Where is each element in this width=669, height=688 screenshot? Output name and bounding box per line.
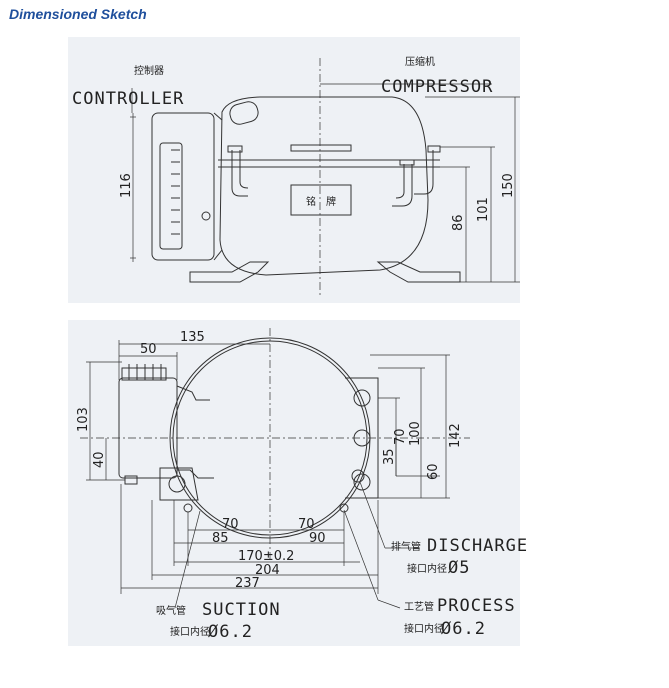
dim-70-right: 70 bbox=[298, 517, 315, 532]
suction-size-cn: 接口内径 bbox=[170, 625, 210, 638]
suction-label: SUCTION bbox=[202, 600, 281, 620]
dim-150: 150 bbox=[501, 173, 516, 198]
base-plate-left bbox=[159, 467, 199, 501]
compressor-cn-label: 压缩机 bbox=[405, 55, 435, 68]
dim-237: 237 bbox=[235, 576, 260, 591]
dim-170: 170±0.2 bbox=[238, 549, 294, 564]
controller-label: CONTROLLER bbox=[72, 89, 184, 109]
dim-35: 35 bbox=[382, 448, 397, 465]
section-title: Dimensioned Sketch bbox=[9, 6, 147, 22]
mounting-foot-left bbox=[189, 261, 270, 283]
suction-cn-label: 吸气管 bbox=[156, 604, 186, 617]
dim-135: 135 bbox=[180, 330, 205, 345]
dim-100: 100 bbox=[408, 421, 423, 446]
side-view-drawing bbox=[130, 58, 520, 295]
controller-box bbox=[151, 112, 215, 261]
controller-top bbox=[118, 377, 178, 479]
base-plate-right bbox=[345, 377, 379, 499]
dim-40: 40 bbox=[92, 451, 107, 468]
process-size: Ø6.2 bbox=[441, 619, 486, 639]
dim-204: 204 bbox=[255, 563, 280, 578]
dim-50: 50 bbox=[140, 342, 157, 357]
dim-60: 60 bbox=[426, 463, 441, 480]
suction-size: Ø6.2 bbox=[208, 622, 253, 642]
top-view-drawing bbox=[80, 328, 470, 609]
dim-86: 86 bbox=[451, 214, 466, 231]
dim-116: 116 bbox=[119, 173, 134, 198]
dim-90: 90 bbox=[309, 531, 326, 546]
process-label: PROCESS bbox=[437, 596, 516, 616]
dim-70-left: 70 bbox=[222, 517, 239, 532]
controller-cn-label: 控制器 bbox=[134, 64, 164, 77]
discharge-label: DISCHARGE bbox=[427, 536, 528, 556]
side-view-panel bbox=[68, 37, 520, 303]
dim-70-vertical: 70 bbox=[393, 428, 408, 445]
discharge-size: Ø5 bbox=[448, 558, 470, 578]
dim-101: 101 bbox=[476, 197, 491, 222]
top-view-panel bbox=[68, 320, 520, 646]
compressor-shell bbox=[219, 96, 429, 276]
dim-142: 142 bbox=[448, 423, 463, 448]
compressor-label: COMPRESSOR bbox=[381, 77, 493, 97]
process-size-cn: 接口内径 bbox=[404, 622, 444, 635]
dim-103: 103 bbox=[76, 407, 91, 432]
nameplate-text: 铭 牌 bbox=[306, 195, 336, 208]
discharge-size-cn: 接口内径 bbox=[407, 562, 447, 575]
mounting-foot-right bbox=[376, 261, 461, 283]
process-cn-label: 工艺管 bbox=[404, 600, 434, 613]
dim-85: 85 bbox=[212, 531, 229, 546]
discharge-cn-label: 排气管 bbox=[391, 540, 421, 553]
